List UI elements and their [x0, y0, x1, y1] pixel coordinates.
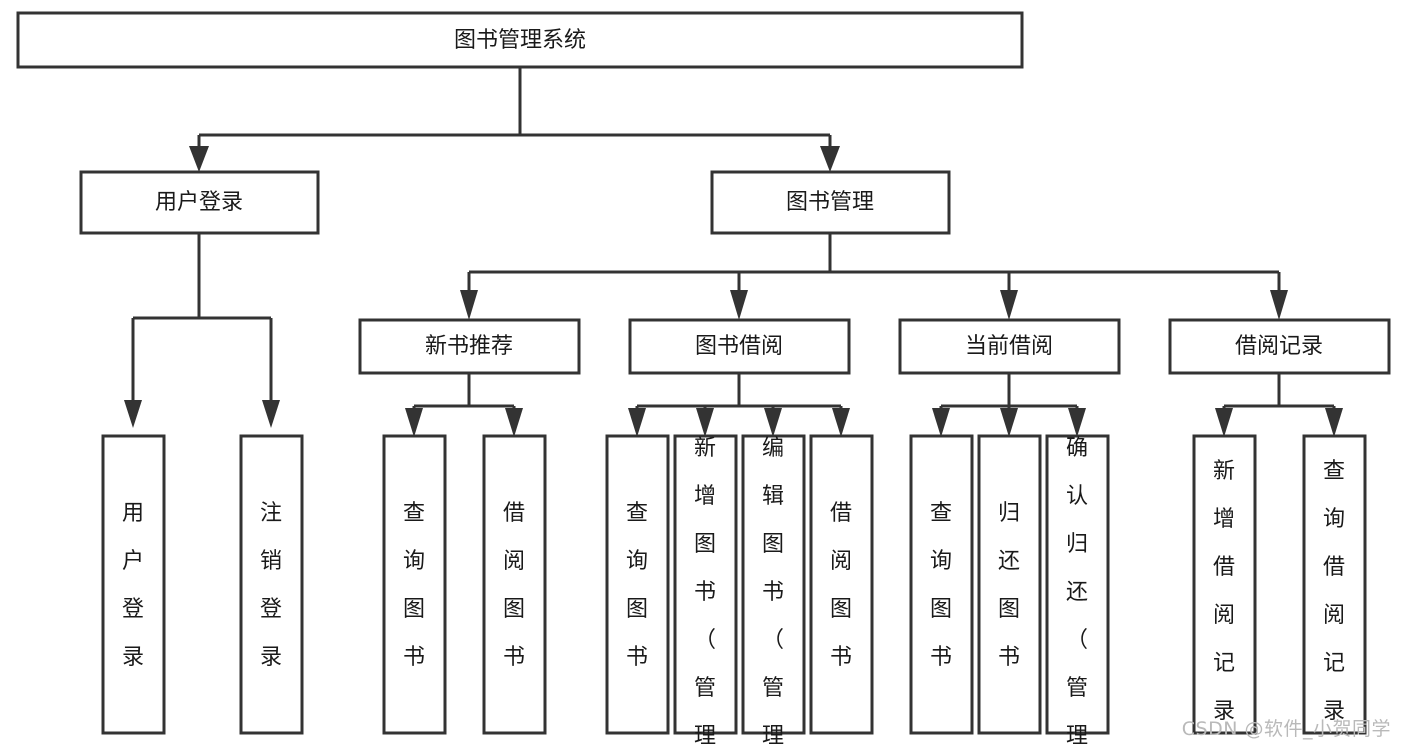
node-borrow-record[interactable]: 借阅记录: [1168, 318, 1391, 375]
node-leaf-query-record-box[interactable]: [1302, 434, 1367, 735]
node-book-borrow[interactable]: 图书借阅: [628, 318, 851, 375]
arrow-to-leaf-query-record: [1325, 408, 1343, 437]
node-leaf-borrow-book-1-label: 借阅图书: [503, 501, 525, 670]
node-leaf-return-book-label: 归还图书: [998, 501, 1020, 670]
arrow-to-leaf-borrow-book-2: [832, 408, 850, 437]
arrow-to-borrow-record: [1270, 290, 1288, 320]
node-leaf-borrow-book-1-box[interactable]: [482, 434, 547, 735]
node-leaf-logout-login-box[interactable]: [239, 434, 304, 735]
node-book-manage-box[interactable]: [710, 170, 951, 235]
node-leaf-confirm-return-label: 确认归还（管理员）: [1066, 436, 1088, 747]
node-leaf-logout-login[interactable]: 注销登录: [239, 434, 304, 735]
node-leaf-return-book[interactable]: 归还图书: [977, 434, 1042, 735]
arrow-root-to-book-manage: [820, 146, 840, 172]
arrow-to-leaf-logout-login: [262, 400, 280, 428]
node-user-login-label: 用户登录: [155, 190, 243, 215]
node-new-book-rec[interactable]: 新书推荐: [358, 318, 581, 375]
node-leaf-query-book-2-label: 查询图书: [626, 501, 648, 670]
node-borrow-record-box[interactable]: [1168, 318, 1391, 375]
node-leaf-query-book-1-label: 查询图书: [403, 501, 425, 670]
arrow-root-to-user-login: [189, 146, 209, 172]
node-book-manage[interactable]: 图书管理: [710, 170, 951, 235]
node-leaf-edit-book[interactable]: 编辑图书（管理员）: [741, 434, 806, 747]
arrow-to-leaf-edit-book: [764, 408, 782, 437]
node-leaf-add-book-label: 新增图书（管理员）: [694, 436, 716, 747]
node-user-login-box[interactable]: [79, 170, 320, 235]
node-leaf-query-record-label: 查询借阅记录: [1323, 459, 1345, 724]
node-leaf-borrow-book-2-box[interactable]: [809, 434, 874, 735]
node-new-book-rec-label: 新书推荐: [425, 334, 513, 359]
node-leaf-confirm-return[interactable]: 确认归还（管理员）: [1045, 434, 1110, 747]
node-borrow-record-label: 借阅记录: [1235, 334, 1323, 359]
node-leaf-query-record[interactable]: 查询借阅记录: [1302, 434, 1367, 735]
node-leaf-return-book-box[interactable]: [977, 434, 1042, 735]
node-leaf-borrow-book-2[interactable]: 借阅图书: [809, 434, 874, 735]
arrow-to-leaf-confirm-return: [1068, 408, 1086, 437]
node-new-book-rec-box[interactable]: [358, 318, 581, 375]
arrow-to-leaf-add-book: [696, 408, 714, 437]
node-root-label: 图书管理系统: [454, 28, 586, 53]
node-leaf-query-book-2[interactable]: 查询图书: [605, 434, 670, 735]
arrow-to-leaf-query-book-1: [405, 408, 423, 437]
arrow-to-leaf-add-record: [1215, 408, 1233, 437]
arrow-to-current-borrow: [1000, 290, 1018, 320]
node-leaf-add-record[interactable]: 新增借阅记录: [1192, 434, 1257, 735]
node-leaf-query-book-3-box[interactable]: [909, 434, 974, 735]
node-leaf-borrow-book-2-label: 借阅图书: [830, 501, 852, 670]
nodes-layer: 图书管理系统 用户登录 图书管理 新书推荐 图书借阅: [16, 11, 1391, 747]
node-root[interactable]: 图书管理系统: [16, 11, 1024, 69]
node-leaf-query-book-1[interactable]: 查询图书: [382, 434, 447, 735]
node-leaf-add-record-box[interactable]: [1192, 434, 1257, 735]
node-leaf-query-book-3-label: 查询图书: [930, 501, 952, 670]
node-leaf-query-book-3[interactable]: 查询图书: [909, 434, 974, 735]
node-user-login[interactable]: 用户登录: [79, 170, 320, 235]
arrow-to-leaf-user-login: [124, 400, 142, 428]
arrow-to-book-borrow: [730, 290, 748, 320]
node-leaf-add-book[interactable]: 新增图书（管理员）: [673, 434, 738, 747]
arrow-to-leaf-query-book-2: [628, 408, 646, 437]
node-book-manage-label: 图书管理: [786, 190, 874, 215]
node-root-box[interactable]: [16, 11, 1024, 69]
arrow-to-leaf-query-book-3: [932, 408, 950, 437]
node-book-borrow-label: 图书借阅: [695, 334, 783, 359]
node-leaf-borrow-book-1[interactable]: 借阅图书: [482, 434, 547, 735]
node-leaf-add-record-label: 新增借阅记录: [1213, 459, 1235, 724]
node-leaf-logout-login-label: 注销登录: [260, 501, 282, 670]
arrow-to-new-book-rec: [460, 290, 478, 320]
node-current-borrow[interactable]: 当前借阅: [898, 318, 1121, 375]
node-current-borrow-label: 当前借阅: [965, 334, 1053, 359]
node-leaf-edit-book-label: 编辑图书（管理员）: [762, 436, 784, 747]
node-current-borrow-box[interactable]: [898, 318, 1121, 375]
node-leaf-query-book-2-box[interactable]: [605, 434, 670, 735]
node-leaf-query-book-1-box[interactable]: [382, 434, 447, 735]
node-leaf-add-book-box[interactable]: [673, 434, 738, 735]
node-leaf-user-login[interactable]: 用户登录: [101, 434, 166, 735]
node-leaf-confirm-return-box[interactable]: [1045, 434, 1110, 735]
node-book-borrow-box[interactable]: [628, 318, 851, 375]
node-leaf-user-login-box[interactable]: [101, 434, 166, 735]
arrow-to-leaf-borrow-book-1: [505, 408, 523, 437]
arrow-to-leaf-return-book: [1000, 408, 1018, 437]
edges-layer: [124, 67, 1343, 437]
node-leaf-edit-book-box[interactable]: [741, 434, 806, 735]
node-leaf-user-login-label: 用户登录: [122, 501, 144, 670]
